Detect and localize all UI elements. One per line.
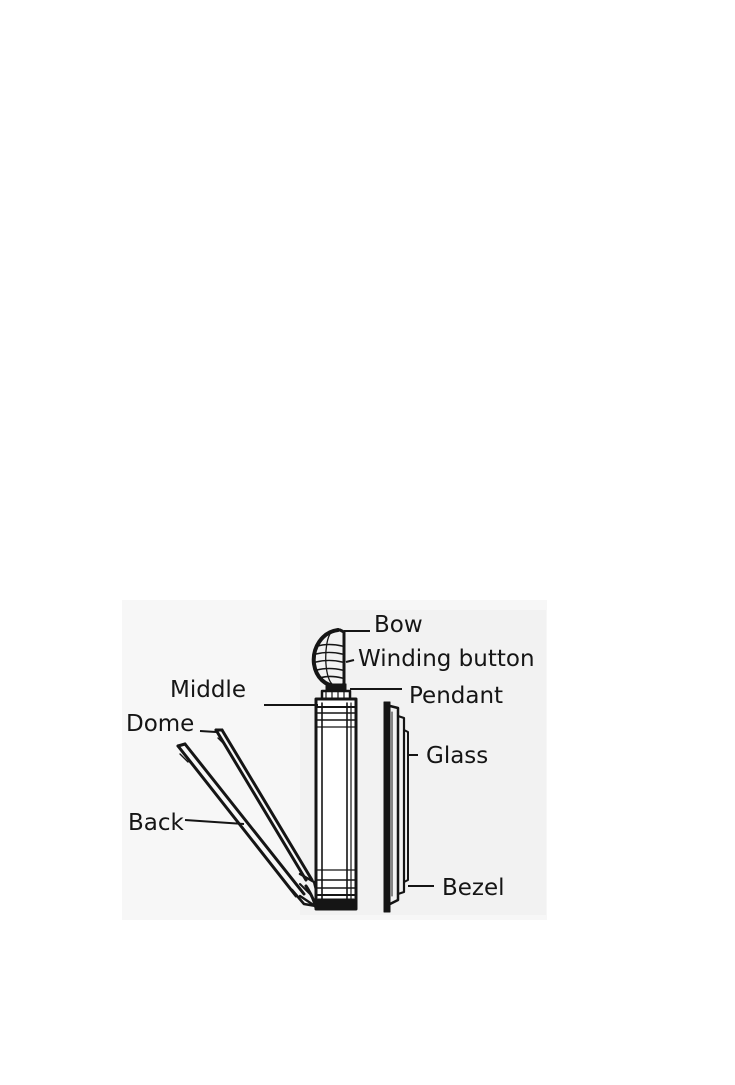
dome-cover [214,728,318,892]
label-pendant: Pendant [409,683,503,709]
hinge [298,884,320,910]
bezel-and-glass [383,701,409,913]
label-bow: Bow [374,612,423,638]
pendant-neck [320,683,352,701]
back-leader [184,819,245,825]
label-winding-button: Winding button [358,646,535,672]
case-middle [314,697,358,911]
label-bezel: Bezel [442,875,505,901]
label-back: Back [128,810,185,836]
label-middle: Middle [170,677,246,703]
label-dome: Dome [126,711,194,737]
dome-leader [199,730,217,733]
winding-button-leader [345,659,355,663]
watch-case-illustration [176,628,409,913]
leader-lines [184,630,434,887]
label-glass: Glass [426,743,488,769]
